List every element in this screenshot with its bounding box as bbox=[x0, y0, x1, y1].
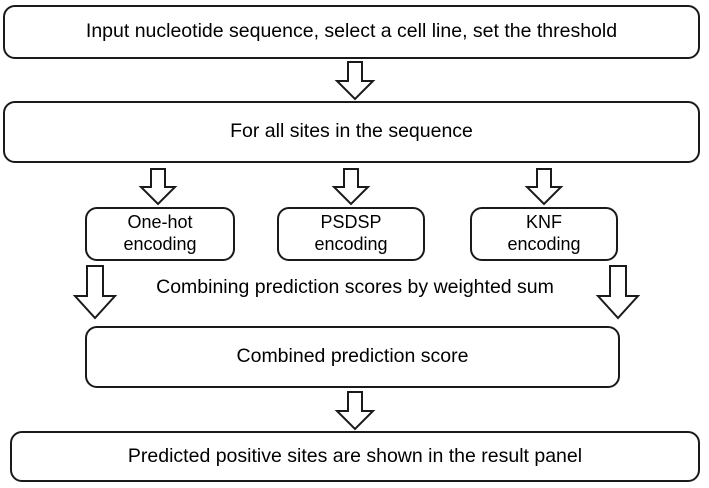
node-input-sequence: Input nucleotide sequence, select a cell… bbox=[3, 5, 700, 59]
arrow-combined-to-result-icon bbox=[333, 391, 377, 431]
node-knf-encoding-label: KNF encoding bbox=[507, 212, 581, 254]
node-one-hot-encoding-label: One-hot encoding bbox=[123, 212, 197, 254]
node-one-hot-encoding: One-hot encoding bbox=[85, 207, 235, 261]
caption-combining-scores: Combining prediction scores by weighted … bbox=[156, 276, 554, 298]
node-for-all-sites: For all sites in the sequence bbox=[3, 101, 700, 163]
node-combined-prediction-score-label: Combined prediction score bbox=[236, 345, 469, 368]
node-result-panel: Predicted positive sites are shown in th… bbox=[10, 431, 700, 482]
arrow-loop-to-psdsp-icon bbox=[330, 168, 372, 206]
arrow-loop-to-onehot-icon bbox=[137, 168, 179, 206]
arrow-input-to-loop-icon bbox=[333, 61, 377, 101]
node-knf-encoding: KNF encoding bbox=[470, 207, 618, 261]
arrow-knf-to-combined-icon bbox=[595, 265, 641, 320]
arrow-loop-to-knf-icon bbox=[523, 168, 565, 206]
arrow-onehot-to-combined-icon bbox=[72, 265, 118, 320]
node-combined-prediction-score: Combined prediction score bbox=[85, 326, 620, 388]
node-psdsp-encoding-label: PSDSP encoding bbox=[314, 212, 388, 254]
node-result-panel-label: Predicted positive sites are shown in th… bbox=[127, 444, 583, 467]
node-for-all-sites-label: For all sites in the sequence bbox=[230, 120, 473, 143]
node-input-sequence-label: Input nucleotide sequence, select a cell… bbox=[85, 20, 618, 43]
node-psdsp-encoding: PSDSP encoding bbox=[277, 207, 425, 261]
